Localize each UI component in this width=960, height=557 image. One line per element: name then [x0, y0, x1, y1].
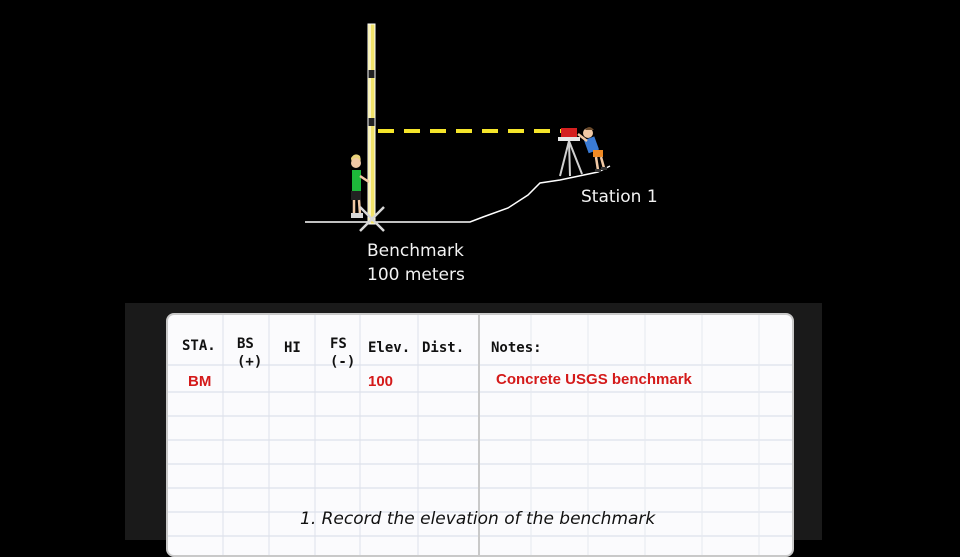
station-label: Station 1: [581, 187, 658, 207]
ground-profile: [305, 165, 611, 223]
notebook-grid: [168, 315, 792, 555]
rod-holder-figure: [351, 154, 370, 218]
header-bs: BS (+): [237, 336, 263, 370]
header-fs: FS (-): [330, 336, 356, 370]
benchmark-label: Benchmark: [367, 241, 464, 261]
entry-elevation: 100: [368, 373, 394, 390]
header-sta: STA.: [182, 338, 216, 354]
header-dist: Dist.: [422, 340, 465, 356]
benchmark-marker: [359, 206, 385, 232]
survey-scene: [305, 23, 611, 232]
benchmark-elevation-label: 100 meters: [367, 265, 465, 285]
header-elev: Elev.: [368, 340, 411, 356]
field-notebook: STA. BS (+) HI FS (-) Elev. Dist. Notes:…: [166, 313, 794, 557]
instruction-caption: 1. Record the elevation of the benchmark: [300, 509, 656, 529]
surveyor-figure: [577, 127, 607, 172]
level-instrument: [558, 128, 583, 177]
header-hi: HI: [284, 340, 301, 356]
entry-station: BM: [188, 373, 212, 390]
leveling-rod: [367, 23, 376, 225]
header-notes: Notes:: [491, 340, 542, 356]
entry-notes: Concrete USGS benchmark: [496, 371, 692, 388]
